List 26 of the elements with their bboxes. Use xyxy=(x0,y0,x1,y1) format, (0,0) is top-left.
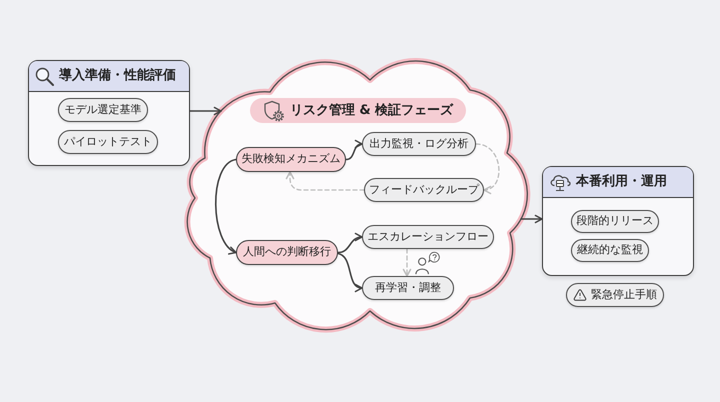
highlight-pill: 人間への判断移行 xyxy=(236,240,338,265)
panel-title: 本番利用・運用 xyxy=(576,173,667,192)
stage-panel xyxy=(28,60,190,166)
process-pill: フィードバックループ xyxy=(364,178,484,202)
arrow xyxy=(214,158,237,254)
arrow xyxy=(520,214,543,224)
process-pill: 出力監視・ログ分析 xyxy=(362,132,476,156)
stage-panel xyxy=(542,166,694,276)
process-pill: 継続的な監視 xyxy=(571,239,649,262)
arrow xyxy=(337,252,363,292)
arrow xyxy=(337,233,363,254)
pill-text: 緊急停止手順 xyxy=(591,286,657,303)
process-pill: 再学習・調整 xyxy=(362,276,454,300)
panel-title: 導入準備・性能評価 xyxy=(59,66,176,86)
arrow xyxy=(345,140,363,160)
process-pill: パイロットテスト xyxy=(58,130,158,154)
warning-pill xyxy=(566,283,664,307)
process-pill: モデル選定基準 xyxy=(58,98,148,122)
dashed-arrow xyxy=(286,171,365,191)
process-pill: 段階的リリース xyxy=(571,210,659,233)
highlight-pill: 失敗検知メカニズム xyxy=(236,147,346,172)
arrow xyxy=(189,106,222,116)
dashed-arrow xyxy=(475,143,500,194)
process-pill: エスカレーションフロー xyxy=(362,225,494,249)
dashed-arrow xyxy=(402,248,412,277)
phase-title: リスク管理 & 検証フェーズ xyxy=(290,102,454,120)
